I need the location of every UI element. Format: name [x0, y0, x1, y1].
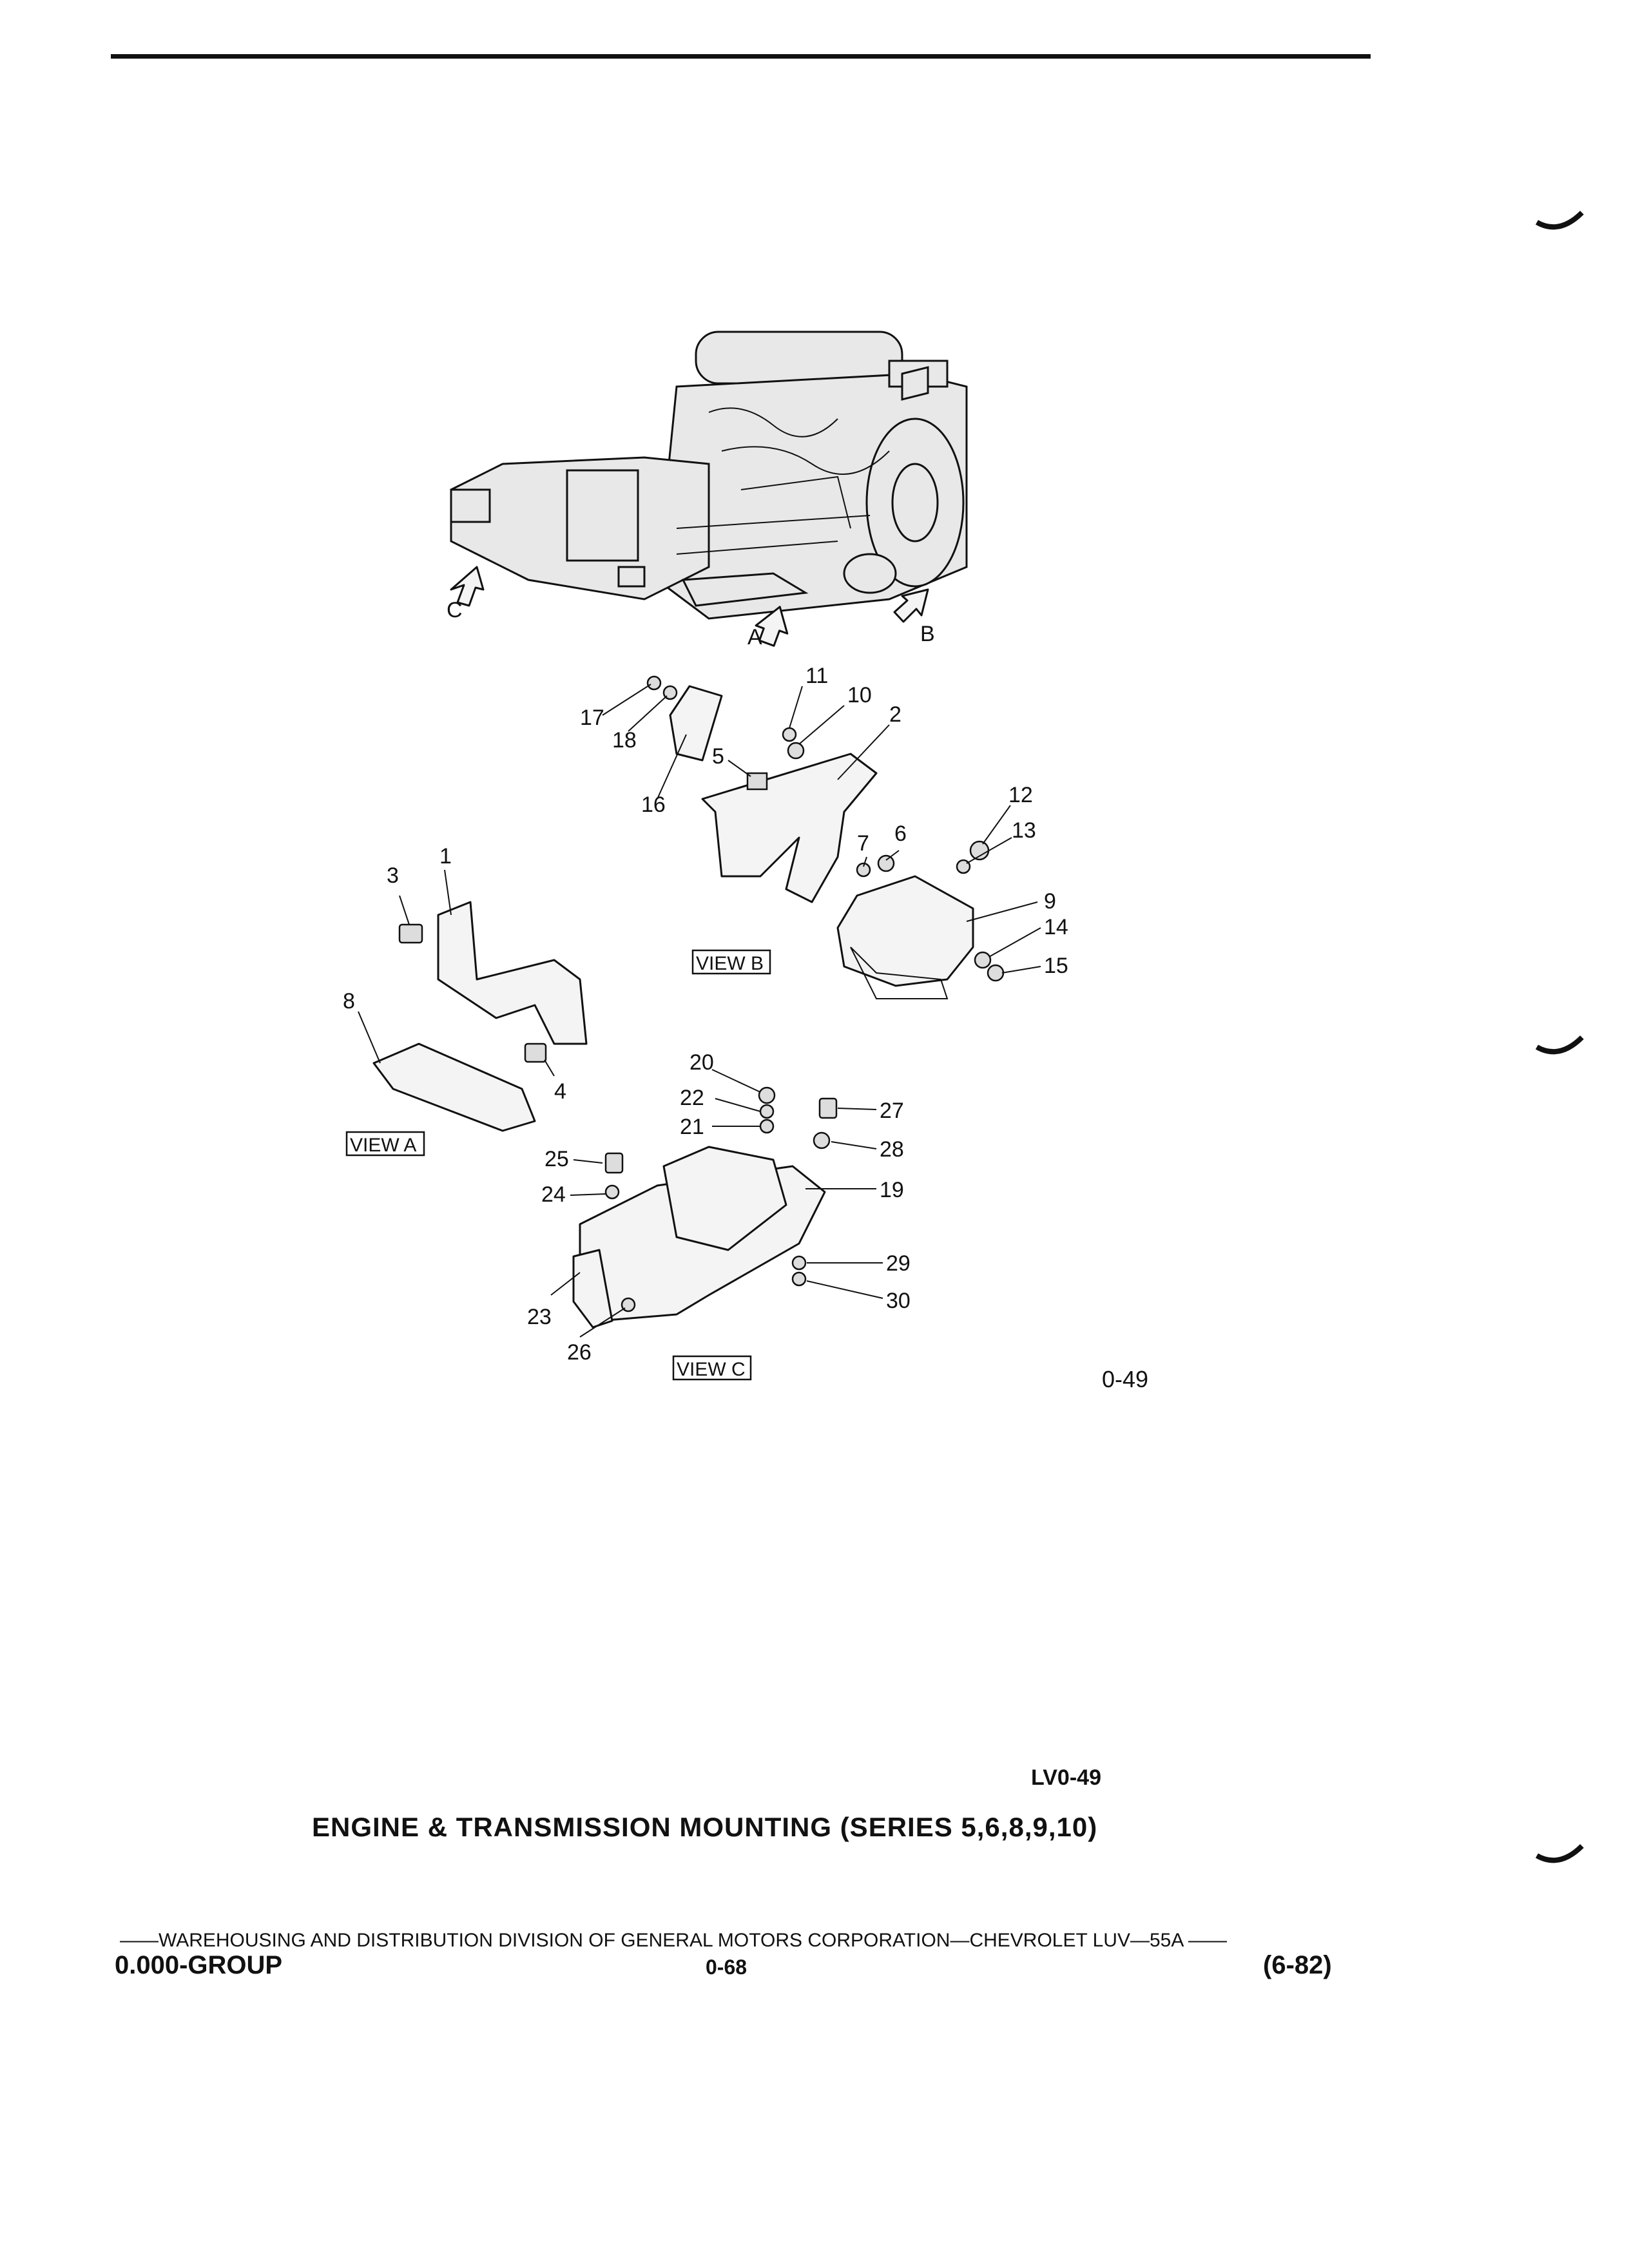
view-c-frame: [672, 1355, 752, 1381]
view-b-label: VIEW B: [696, 953, 764, 974]
binder-mark: [1536, 1035, 1584, 1055]
figure-code: 0-49: [1102, 1366, 1149, 1392]
footer-distribution-line: ——WAREHOUSING AND DISTRIBUTION DIVISION …: [120, 1930, 1228, 1951]
view-a-label: VIEW A: [350, 1135, 416, 1156]
footer-date: (6-82): [1263, 1951, 1332, 1979]
figure-caption: ENGINE & TRANSMISSION MOUNTING (SERIES 5…: [312, 1812, 1098, 1842]
callout-6: 6: [894, 822, 907, 846]
callout-19: 19: [880, 1178, 904, 1202]
callout-23: 23: [527, 1305, 552, 1329]
arrow-label-b: B: [920, 622, 935, 646]
callout-21: 21: [680, 1115, 704, 1139]
callout-7: 7: [857, 831, 869, 856]
callout-2: 2: [889, 702, 901, 727]
callout-30: 30: [886, 1289, 911, 1313]
footer-page-number: 0-68: [706, 1956, 747, 1979]
leader-lines: [358, 684, 1041, 1338]
part-9-mount: [836, 875, 974, 987]
callout-17: 17: [580, 706, 604, 730]
callout-10: 10: [847, 683, 872, 707]
callout-12: 12: [1008, 783, 1033, 807]
callout-4: 4: [554, 1079, 566, 1104]
part-2-bracket: [701, 753, 878, 903]
callout-25: 25: [545, 1147, 569, 1171]
part-1-bracket: [437, 901, 588, 1045]
callout-27: 27: [880, 1099, 904, 1123]
callout-26: 26: [567, 1340, 592, 1365]
footer-group: 0.000-GROUP: [115, 1951, 283, 1979]
view-arrow-a: [755, 606, 789, 647]
callout-20: 20: [689, 1050, 714, 1075]
callout-16: 16: [641, 793, 666, 817]
callout-28: 28: [880, 1137, 904, 1162]
binder-mark: [1536, 1844, 1584, 1863]
view-arrow-c: [450, 566, 485, 607]
callout-14: 14: [1044, 915, 1068, 939]
arrow-label-a: A: [747, 625, 762, 649]
callout-3: 3: [387, 863, 399, 888]
view-c-assembly: [572, 1086, 838, 1329]
callout-numbers: 1 2 3 4 5 6 7 8 9 10 11 12 13 14 15 16 1…: [343, 664, 1068, 1365]
illustration-code: LV0-49: [1031, 1765, 1101, 1790]
view-a-assembly: [372, 901, 588, 1132]
view-b-frame: [691, 949, 771, 975]
callout-18: 18: [612, 728, 637, 753]
callout-29: 29: [886, 1251, 911, 1276]
callout-8: 8: [343, 989, 355, 1014]
part-23-plate: [572, 1249, 613, 1329]
part-8-insulator: [372, 1043, 536, 1132]
binder-mark: [1536, 211, 1584, 230]
callout-1: 1: [439, 844, 452, 869]
view-arrow-b: [893, 588, 929, 623]
view-c-label: VIEW C: [677, 1359, 746, 1380]
engine-transmission-illustration: [450, 331, 968, 620]
view-a-frame: [345, 1131, 425, 1157]
arrow-label-c: C: [447, 598, 463, 622]
callout-24: 24: [541, 1182, 566, 1207]
top-rule: [111, 54, 1371, 59]
callout-9: 9: [1044, 889, 1056, 914]
part-19-insulator: [662, 1146, 787, 1251]
callout-13: 13: [1012, 818, 1036, 843]
callout-11: 11: [805, 664, 828, 688]
callout-5: 5: [712, 744, 724, 769]
callout-22: 22: [680, 1086, 704, 1110]
callout-15: 15: [1044, 954, 1068, 978]
